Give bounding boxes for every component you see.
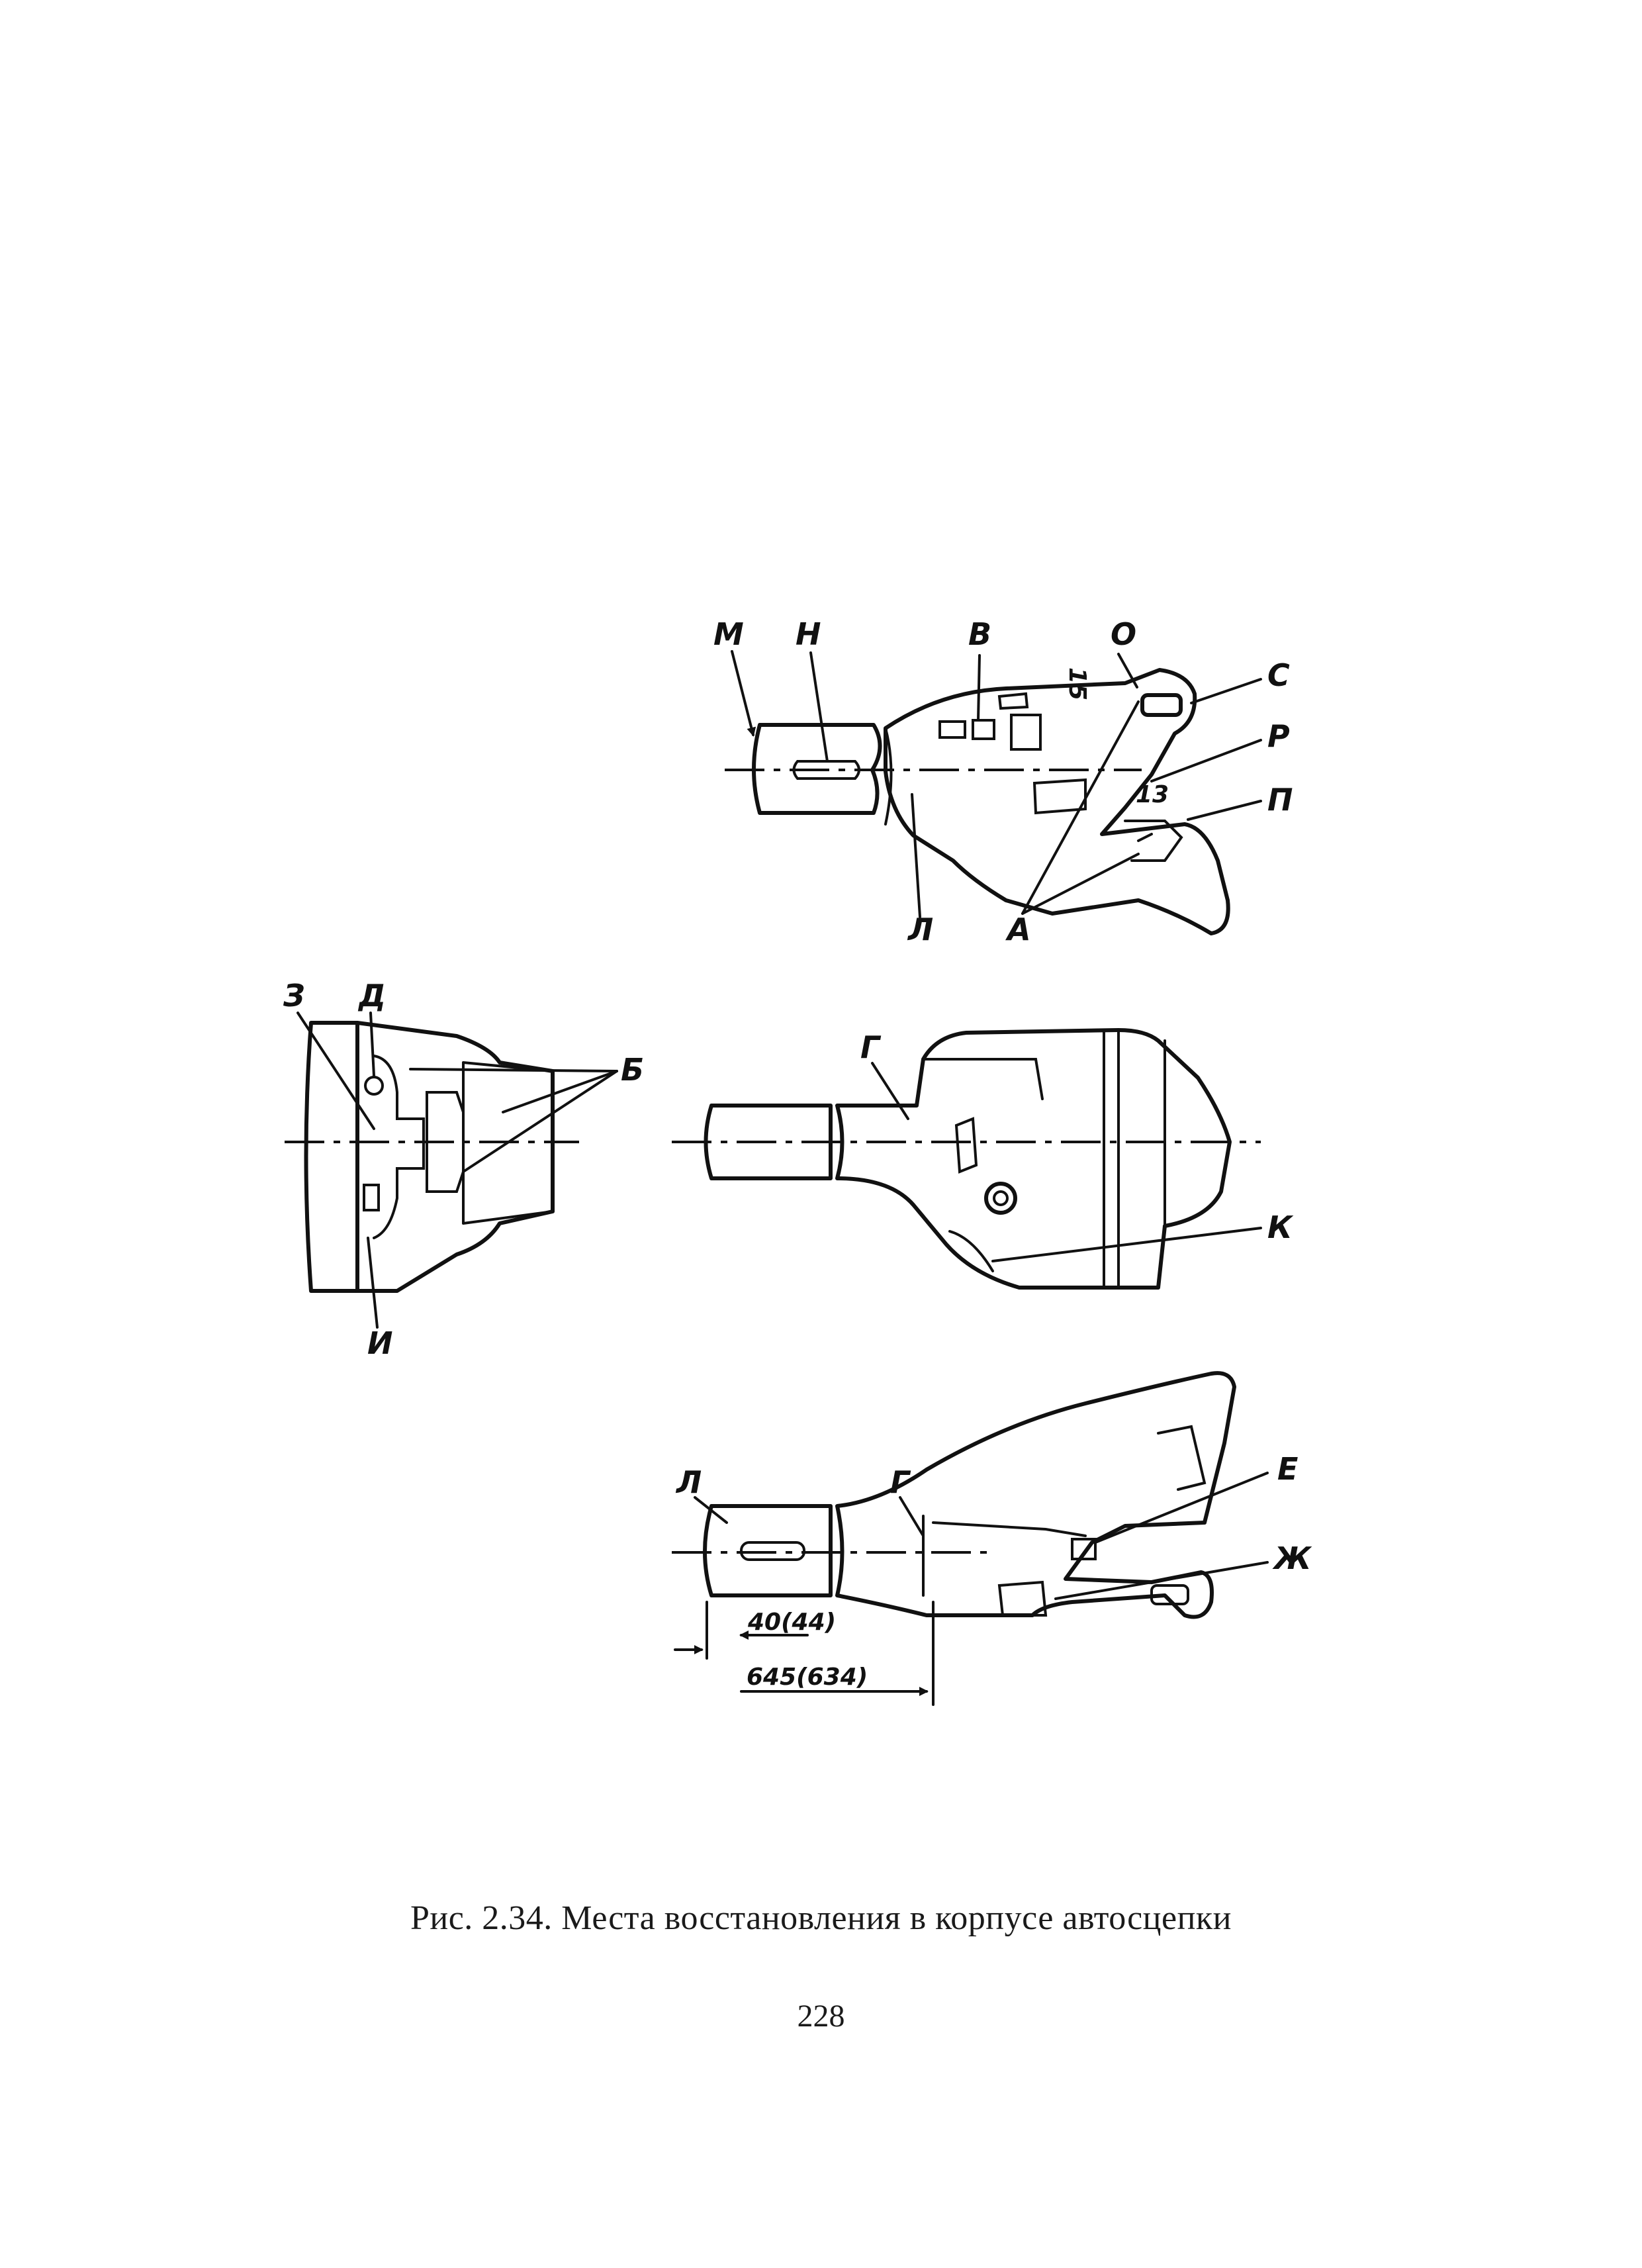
label-Z: З [283, 978, 305, 1014]
label-P: П [1267, 782, 1293, 818]
label-Zh: Ж [1272, 1540, 1312, 1576]
label-N: Н [796, 616, 821, 652]
dimension-645-634: 645(634) [747, 1664, 868, 1691]
label-G-mid: Г [860, 1029, 882, 1065]
front-view: З Д Б И [283, 978, 644, 1361]
label-E: Е [1277, 1451, 1298, 1487]
dimension-40-44: 40(44) [747, 1609, 836, 1636]
label-A: А [1005, 912, 1031, 947]
label-D: Д [357, 978, 386, 1014]
top-view: М Н В О С Р П Л А 15 13 [713, 616, 1293, 947]
label-K: К [1267, 1209, 1294, 1245]
number-15: 15 [1064, 667, 1091, 700]
figure-caption: Рис. 2.34. Места восстановления в корпус… [410, 1899, 1232, 1937]
label-G-bottom: Г [890, 1464, 911, 1500]
number-13: 13 [1136, 781, 1169, 808]
bottom-view: Л Г Е Ж 40(44) 645(634) [672, 1371, 1312, 1706]
label-S: С [1267, 657, 1290, 693]
label-R: Р [1267, 718, 1290, 754]
label-I: И [367, 1325, 393, 1361]
label-M: М [713, 616, 744, 652]
label-V: В [968, 616, 991, 652]
label-L-bottom: Л [675, 1464, 702, 1500]
label-O: О [1111, 616, 1136, 652]
page-number: 228 [797, 1999, 845, 2034]
side-view: Г К [672, 1028, 1294, 1290]
label-B: Б [621, 1052, 644, 1088]
